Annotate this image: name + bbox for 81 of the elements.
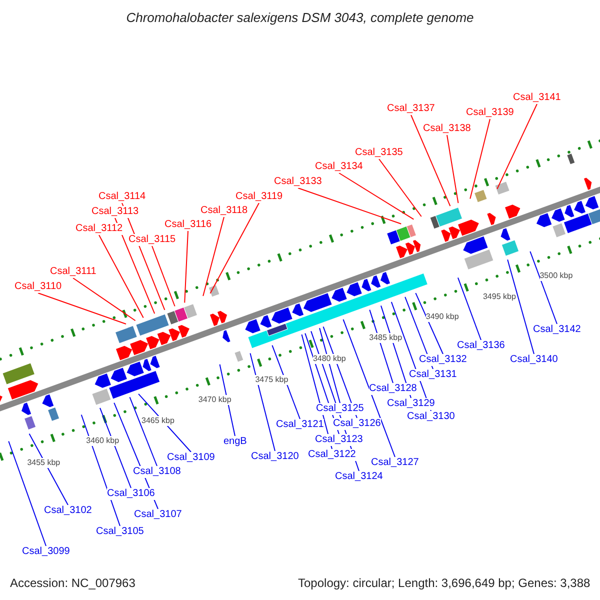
- leader-line: [272, 344, 300, 420]
- gene-label: Csal_3109: [167, 452, 215, 464]
- gene-label: Csal_3141: [513, 92, 561, 104]
- gene-label: Csal_3106: [107, 488, 155, 500]
- scale-label: 3480 kbp: [312, 354, 346, 364]
- scale-label: 3490 kbp: [426, 312, 459, 322]
- leader-line: [378, 158, 422, 218]
- leader-line: [342, 318, 396, 458]
- scale-label: 3485 kbp: [369, 333, 402, 344]
- leader-line: [338, 172, 414, 220]
- gene-label: Csal_3121: [276, 419, 324, 431]
- gene-label: Csal_3133: [274, 176, 322, 188]
- gene-label: engB: [224, 436, 247, 448]
- gene-label: Csal_3129: [387, 398, 435, 410]
- gene-label: Csal_3136: [457, 340, 505, 352]
- leader-line: [415, 292, 444, 354]
- gene-label: Csal_3108: [133, 466, 181, 478]
- gene-label: Csal_3132: [419, 354, 467, 366]
- leader-line: [369, 309, 394, 384]
- leader-line: [250, 352, 276, 452]
- leader-line: [152, 246, 176, 307]
- gene-label: Csal_3134: [315, 161, 363, 173]
- gene-label: Csal_3107: [134, 509, 182, 521]
- gene-label: Csal_3112: [76, 223, 123, 235]
- leader-line: [298, 188, 402, 224]
- leader-line: [530, 250, 558, 324]
- title: Chromohalobacter salexigens DSM 3043, complete genome: [125, 10, 475, 25]
- leader-line: [457, 277, 482, 340]
- leader-line: [219, 364, 236, 436]
- gene-label: Csal_3119: [236, 191, 283, 203]
- scale-label: 3455 kbp: [27, 458, 60, 468]
- scale-label: 3465 kbp: [142, 416, 174, 426]
- gene-label: Csal_3126: [333, 418, 381, 430]
- gene-label: Csal_3123: [315, 434, 363, 446]
- gene-label: Csal_3135: [355, 147, 403, 159]
- leader-line: [210, 202, 260, 294]
- leader-line: [496, 104, 538, 190]
- gene-label: Csal_3099: [22, 546, 70, 558]
- leader-line: [99, 407, 132, 488]
- gene-label: Csal_3122: [308, 449, 356, 461]
- scale-label: 3470 kbp: [198, 395, 232, 406]
- footer-text: Accession: NC_007963: [10, 576, 136, 590]
- scale-label: 3460 kbp: [86, 436, 120, 446]
- leader-line: [446, 134, 459, 204]
- gene-label: Csal_3137: [387, 103, 435, 115]
- gene-label: Csal_3124: [335, 471, 383, 483]
- leader-line: [507, 259, 534, 354]
- leader-line: [319, 328, 340, 404]
- scale-label: 3495 kbp: [482, 292, 516, 302]
- gene-label: Csal_3142: [533, 324, 581, 336]
- gene-label: Csal_3105: [96, 526, 144, 538]
- footer-text: Topology: circular; Length: 3,696,649 bp; Genes: 3,388: [298, 576, 590, 590]
- gene-label: Csal_3130: [407, 411, 455, 423]
- gene-label: Csal_3114: [98, 191, 146, 203]
- gene-label: Csal_3140: [510, 354, 558, 366]
- gene-label: Csal_3125: [316, 403, 364, 415]
- leader-line: [8, 440, 46, 546]
- leader-line: [38, 292, 126, 325]
- gene-label: Csal_3120: [251, 451, 299, 463]
- gene-label: Csal_3116: [164, 219, 212, 231]
- gene-label: Csal_3128: [369, 383, 417, 395]
- leader-line: [129, 396, 158, 466]
- gene-label: Csal_3110: [14, 281, 62, 293]
- gene-label: Csal_3115: [128, 234, 176, 246]
- gene-label: Csal_3139: [466, 107, 514, 119]
- leader-line: [98, 234, 144, 318]
- leader-line: [410, 114, 451, 207]
- gene-label: Csal_3102: [44, 505, 92, 517]
- gene-label: Csal_3131: [409, 369, 457, 381]
- gene-label: Csal_3113: [92, 206, 139, 218]
- leader-line: [470, 118, 490, 200]
- scale-label: 3500 kbp: [540, 270, 573, 281]
- gene-label: Csal_3111: [50, 266, 96, 278]
- leader-line: [114, 218, 156, 314]
- leader-line: [202, 216, 224, 296]
- gene-label: Csal_3127: [371, 457, 419, 469]
- leader-line: [72, 278, 136, 322]
- gene-label: Csal_3118: [200, 205, 248, 217]
- leader-line: [184, 230, 188, 304]
- scale-label: 3475 kbp: [255, 374, 288, 385]
- gene-label: Csal_3138: [423, 123, 471, 135]
